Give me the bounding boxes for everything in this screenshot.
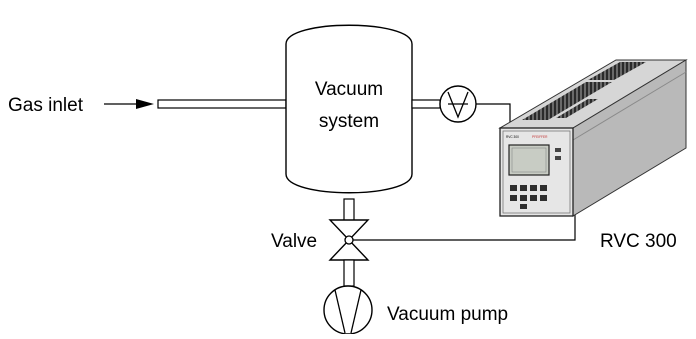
gauge-signal-line [476, 103, 511, 128]
rvc-controller-device: RVC 300 PFEIFFER [498, 59, 688, 217]
gauge-symbol-icon [439, 85, 477, 123]
valve-signal-line [353, 212, 576, 241]
valve-pipe-upper [343, 198, 355, 222]
valve-pipe-lower [343, 259, 355, 287]
gas-inlet-label: Gas inlet [8, 95, 84, 116]
inlet-pipe [157, 99, 287, 109]
vacuum-system-label-line1: Vacuum [315, 79, 383, 100]
svg-text:PFEIFFER: PFEIFFER [532, 135, 548, 139]
pump-symbol-icon [323, 285, 373, 335]
pump-label: Vacuum pump [387, 304, 508, 325]
vacuum-chamber [285, 24, 413, 194]
controller-label: RVC 300 [600, 231, 677, 252]
inlet-arrow-icon [104, 99, 154, 109]
vacuum-system-label-line2: system [319, 111, 379, 132]
valve-label: Valve [271, 231, 317, 252]
gauge-pipe [411, 99, 441, 109]
svg-text:RVC 300: RVC 300 [506, 135, 519, 139]
